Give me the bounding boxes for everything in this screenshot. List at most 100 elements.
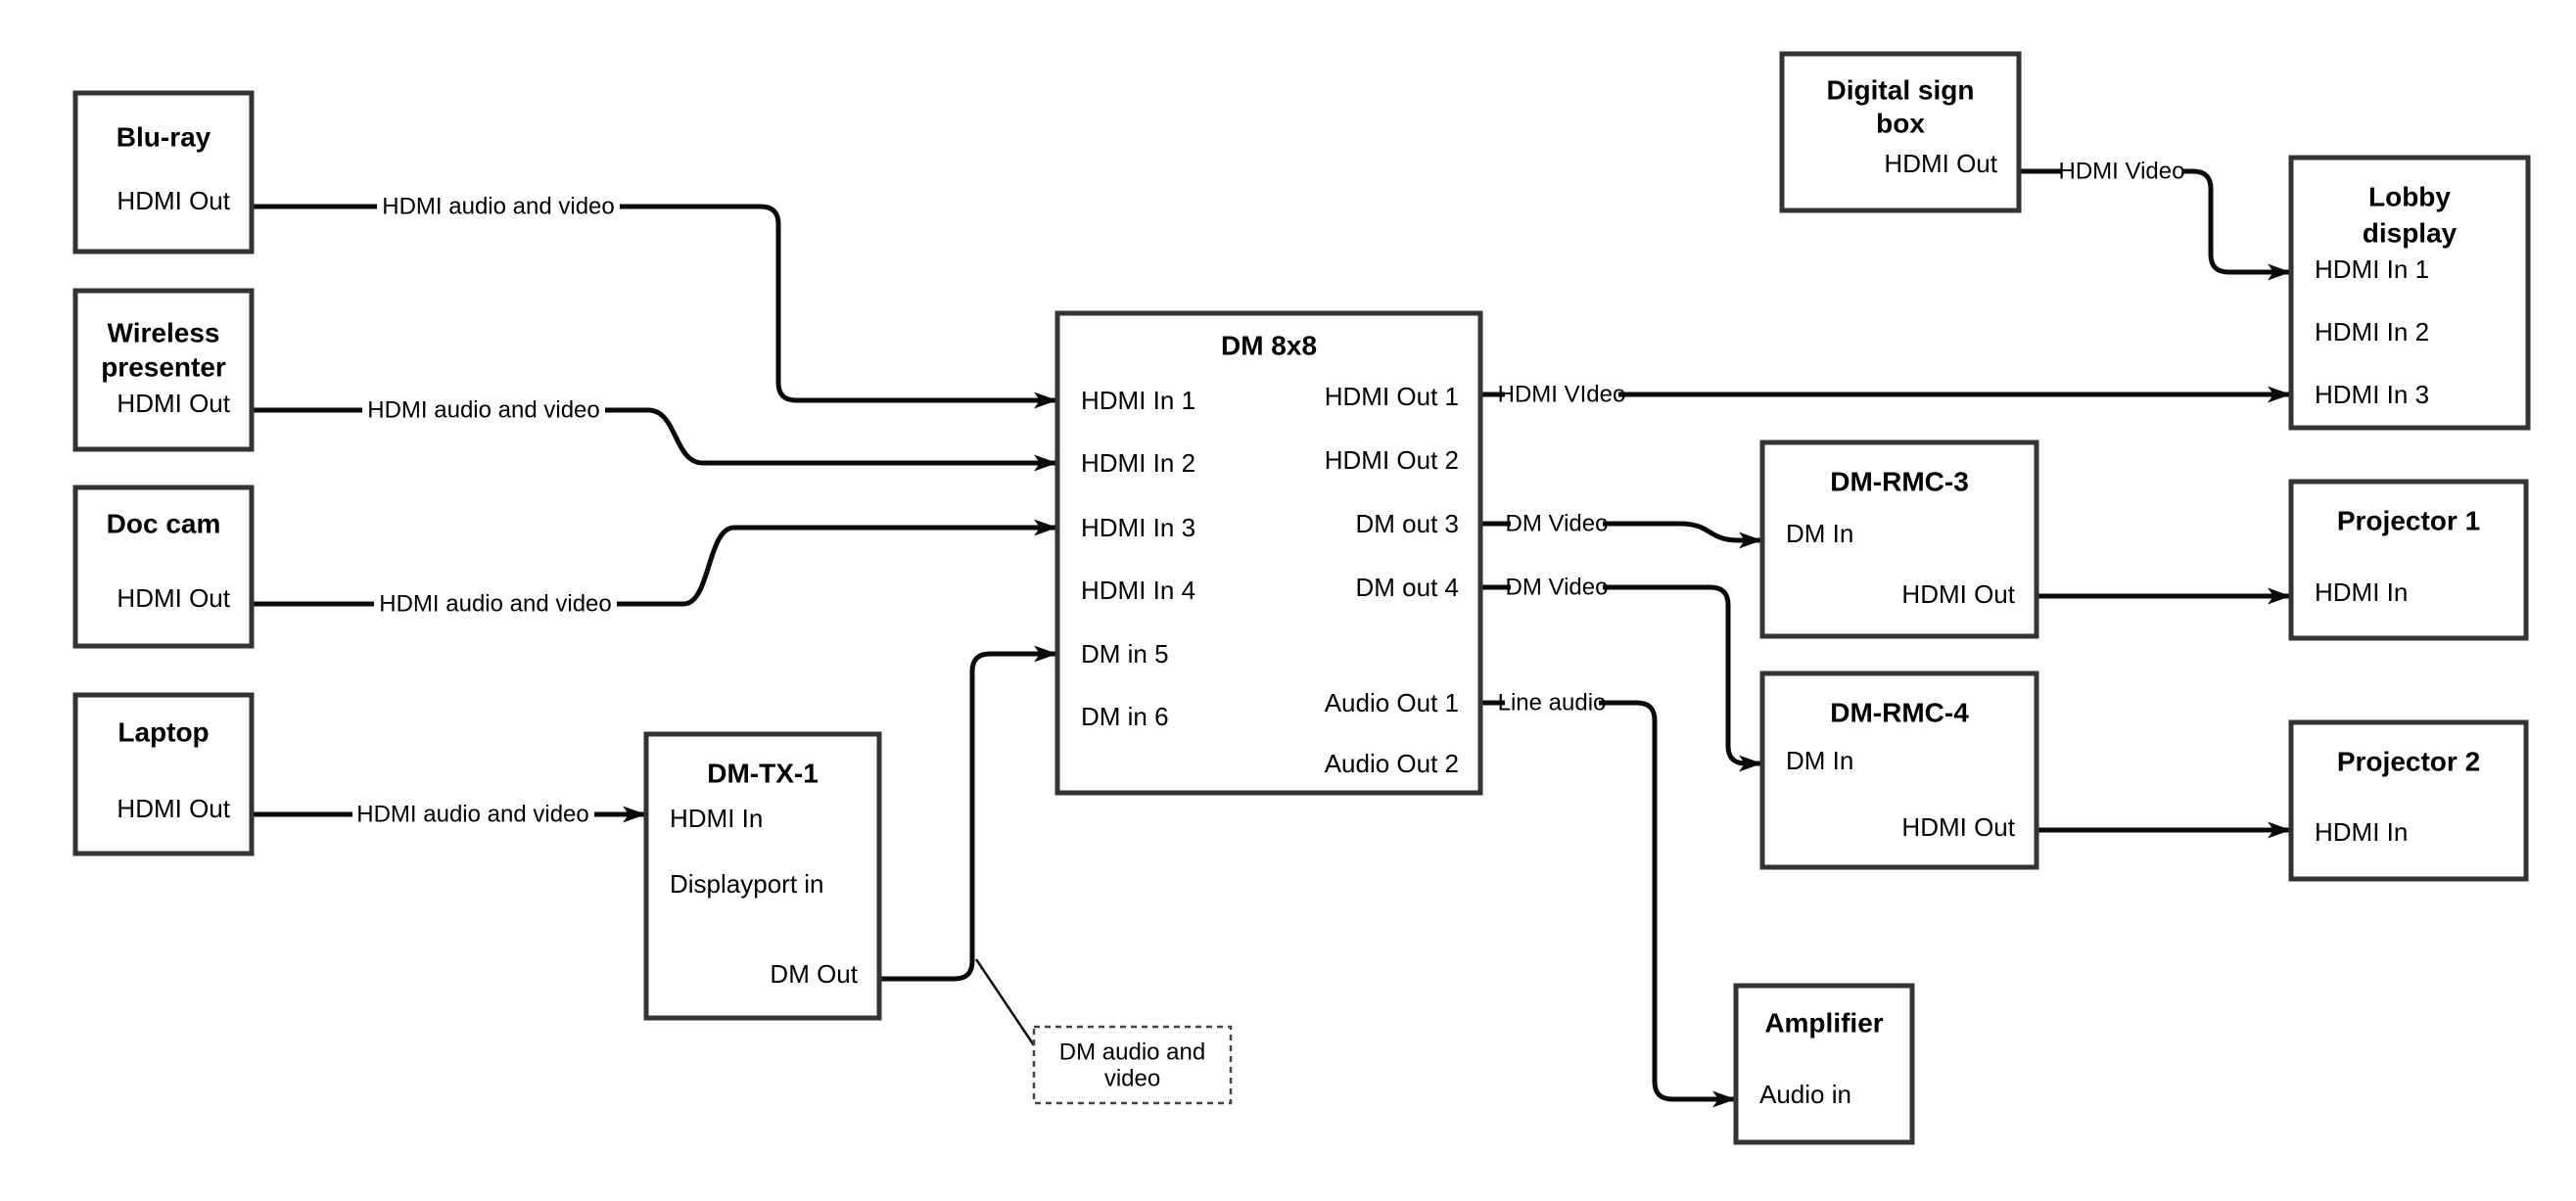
edge-audio-out-1-to-amplifier: Line audio xyxy=(1480,690,1736,1108)
wire xyxy=(879,645,1057,982)
port-label: Audio Out 2 xyxy=(1325,749,1459,778)
port-label: DM in 6 xyxy=(1081,702,1169,731)
edge-digital-sign-to-lobby-in-1: HDMI Video xyxy=(2019,159,2291,281)
port-label: HDMI In xyxy=(670,804,763,833)
port-label: HDMI In 2 xyxy=(1081,448,1195,478)
node-title: DM 8x8 xyxy=(1221,331,1317,361)
port-label: Audio Out 1 xyxy=(1325,688,1459,717)
edge-dm-out-4-to-rmc-4: DM Video xyxy=(1480,575,1762,772)
port-label: DM out 3 xyxy=(1356,509,1460,538)
wire-label: HDMI audio and video xyxy=(367,397,599,424)
wire-label: HDMI audio and video xyxy=(382,194,614,220)
wire xyxy=(620,204,1057,409)
edge-hdmi-out-1-to-lobby-in-3: HDMI VIdeo xyxy=(1480,382,2291,408)
wire-label: HDMI VIdeo xyxy=(1498,382,1626,408)
port-label: HDMI Out 1 xyxy=(1325,382,1459,411)
wire xyxy=(2182,168,2291,281)
port-label: DM In xyxy=(1786,746,1853,775)
port-label: HDMI Out 2 xyxy=(1325,445,1459,475)
node-title: Amplifier xyxy=(1764,1008,1883,1039)
node-title: Doc cam xyxy=(107,509,221,539)
node-title: Projector 2 xyxy=(2337,747,2480,777)
node-title: Digital sign xyxy=(1827,75,1975,106)
port-label: HDMI In xyxy=(2315,577,2408,607)
port-label: HDMI In 1 xyxy=(2315,254,2429,284)
edge-laptop-to-dm-tx-1: HDMI audio and video xyxy=(252,802,646,828)
node-box xyxy=(1759,439,2039,639)
port-label: HDMI In 2 xyxy=(2315,317,2429,346)
edge-wireless-to-hdmi-in-2: HDMI audio and video xyxy=(252,397,1057,472)
edge-bluray-to-hdmi-in-1: HDMI audio and video xyxy=(252,194,1057,409)
node-box xyxy=(1759,670,2039,870)
node-title: DM-RMC-3 xyxy=(1830,467,1969,497)
port-label: HDMI Out xyxy=(1901,579,2015,609)
edge-dm-out-3-to-rmc-3: DM Video xyxy=(1480,511,1762,549)
port-label: Displayport in xyxy=(670,869,824,899)
port-label: DM Out xyxy=(770,959,858,989)
wire xyxy=(617,519,1057,607)
port-label: HDMI Out xyxy=(117,583,230,613)
node-title: presenter xyxy=(101,352,226,383)
node-title: DM-TX-1 xyxy=(707,759,819,789)
node-title: Lobby xyxy=(2368,182,2451,212)
node-box xyxy=(1054,310,1483,796)
node-title: Wireless xyxy=(108,318,220,348)
port-label: HDMI In 3 xyxy=(2315,380,2429,409)
note-leader-line xyxy=(974,958,1036,1046)
wire xyxy=(1599,700,1736,1108)
port-label: Audio in xyxy=(1759,1080,1851,1109)
wire-label: HDMI audio and video xyxy=(379,591,611,618)
wire-label: DM Video xyxy=(1506,511,1609,537)
wire-label: HDMI Video xyxy=(2059,159,2185,185)
port-label: HDMI Out xyxy=(117,389,230,418)
note-text: DM audio and xyxy=(1059,1039,1205,1066)
wire-label: HDMI audio and video xyxy=(356,802,588,828)
node-box xyxy=(72,90,255,254)
node-title: box xyxy=(1876,109,1925,139)
port-label: HDMI In 4 xyxy=(1081,576,1195,605)
node-title: Projector 1 xyxy=(2337,506,2480,536)
edge-dm-tx-1-to-dm-in-5 xyxy=(879,645,1057,982)
node-box xyxy=(72,288,255,452)
port-label: DM out 4 xyxy=(1356,573,1460,602)
port-label: HDMI Out xyxy=(117,186,230,215)
note-text: video xyxy=(1104,1066,1160,1092)
node-box xyxy=(72,485,255,649)
wire xyxy=(1603,521,1762,549)
wire-label: DM Video xyxy=(1506,575,1609,601)
port-label: DM In xyxy=(1786,519,1853,548)
node-projector-1: Projector 1 HDMI In xyxy=(2288,479,2529,641)
node-box xyxy=(643,731,882,1021)
node-box xyxy=(2288,479,2529,641)
port-label: HDMI In xyxy=(2315,817,2408,847)
port-label: HDMI In 1 xyxy=(1081,386,1195,415)
note-box xyxy=(1032,1025,1233,1105)
edge-doccam-to-hdmi-in-3: HDMI audio and video xyxy=(252,519,1057,618)
port-label: HDMI In 3 xyxy=(1081,513,1195,542)
port-label: HDMI Out xyxy=(1884,149,1997,178)
node-title: Blu-ray xyxy=(117,122,211,153)
node-box xyxy=(72,692,255,856)
node-box xyxy=(2288,719,2529,882)
node-title: DM-RMC-4 xyxy=(1830,698,1969,728)
node-title: Laptop xyxy=(117,717,209,748)
node-box xyxy=(1779,51,2022,213)
wire xyxy=(605,407,1057,472)
port-label: HDMI Out xyxy=(117,794,230,823)
node-title: display xyxy=(2363,218,2458,249)
node-dm-rmc-3: DM-RMC-3 DM In HDMI Out xyxy=(1759,439,2039,639)
wire-label: Line audio xyxy=(1498,690,1607,716)
